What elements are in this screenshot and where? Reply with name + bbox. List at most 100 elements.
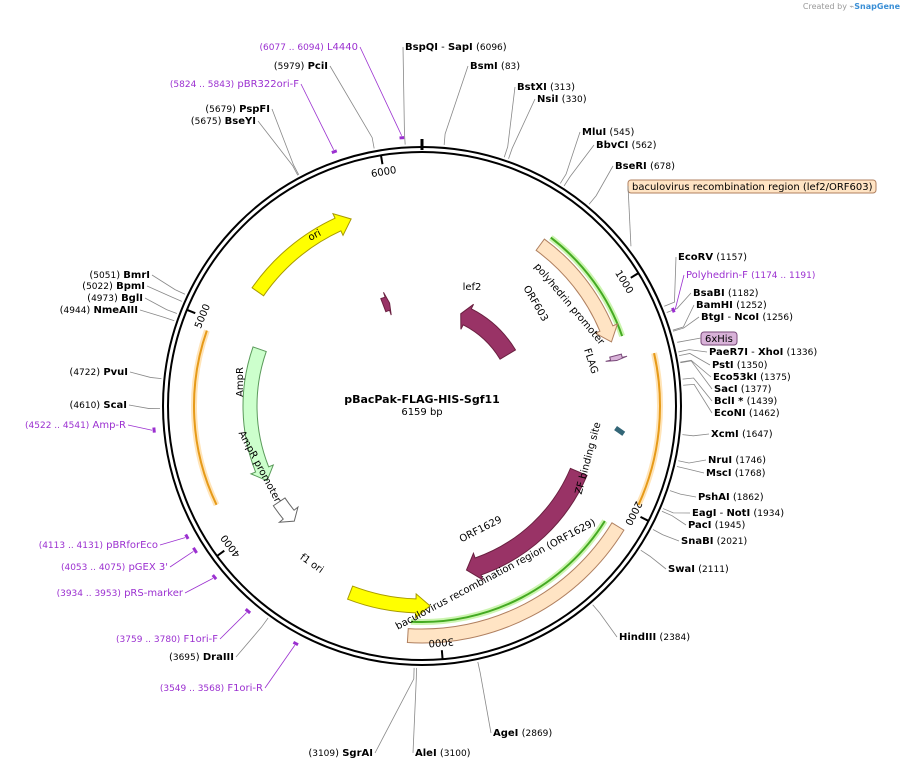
enzyme-label: (3109) SgrAI (308, 748, 373, 759)
primer-mark (671, 307, 676, 313)
primer-mark (331, 149, 338, 154)
enzyme-line (680, 359, 712, 378)
primer-line (184, 578, 214, 594)
enzyme-label: BstXI (313) (517, 82, 575, 93)
enzyme-line (652, 529, 680, 542)
watermark-prefix: Created by (802, 2, 847, 11)
primer-mark (192, 547, 198, 554)
annotation-arcs (191, 235, 663, 625)
enzyme-line (128, 404, 161, 409)
enzyme-label: (4973) BglI (87, 293, 143, 304)
tick-mark (216, 549, 225, 557)
enzyme-line (151, 274, 186, 295)
bac603-connector (627, 185, 632, 247)
watermark: Created by ⌁SnapGene (803, 2, 900, 11)
feature-ampr (242, 346, 275, 482)
enzyme-line (443, 65, 469, 145)
enzyme-line (666, 292, 692, 313)
feature-lef2 (380, 292, 392, 316)
primer-label: Polyhedrin-F (1174 .. 1191) (686, 270, 815, 281)
enzyme-label: (5051) BmrI (89, 270, 150, 281)
orf-highlight (635, 352, 663, 507)
enzyme-label: BsmI (83) (470, 61, 520, 72)
primer-label: (4113 .. 4131) pBRforEco (39, 540, 158, 551)
tick-label: 6000 (370, 165, 397, 180)
enzyme-line (235, 617, 269, 658)
enzyme-line (679, 353, 711, 366)
primer-line (169, 551, 194, 568)
enzyme-line (672, 316, 700, 332)
enzyme-label: PshAI (1862) (698, 492, 764, 503)
primer-line (300, 83, 335, 150)
backbone-outer (162, 146, 682, 666)
enzyme-layer: BspQI - SapI (6096)BsmI (83)BstXI (313)N… (60, 42, 818, 759)
feature-orf1629 (465, 467, 588, 581)
primer-layer: (6077 .. 6094) L4440(5824 .. 5843) pBR32… (25, 42, 815, 694)
enzyme-line (412, 667, 417, 754)
tick-mark (630, 272, 639, 279)
recombination-line (410, 520, 606, 623)
enzyme-line (374, 667, 415, 754)
feature-label-orf1629: ORF1629 (458, 514, 504, 545)
tick-label: 5000 (193, 303, 213, 331)
enzyme-line (664, 256, 677, 307)
feature-label-f1ori: f1 ori (298, 552, 326, 576)
primer-label: (4053 .. 4075) pGEX 3' (61, 562, 168, 573)
enzyme-line (146, 285, 182, 302)
primer-mark (184, 533, 190, 540)
enzyme-line (139, 309, 175, 322)
primer-mark (292, 640, 299, 647)
tick-label: 2000 (622, 499, 643, 527)
enzyme-line (640, 549, 667, 570)
tick-mark (379, 155, 384, 165)
tick-label: 3000 (428, 635, 454, 648)
feature-layer (242, 212, 628, 644)
feature-label-ori: ori (306, 228, 323, 244)
feature-ori (251, 212, 352, 297)
enzyme-label: NruI (1746) (708, 455, 766, 466)
enzyme-label: MscI (1768) (706, 468, 766, 479)
orf-line (193, 330, 218, 506)
enzyme-label: MluI (545) (582, 127, 635, 138)
feature-f1-ori (346, 585, 431, 619)
feature-label-orf603: ORF603 (520, 284, 549, 324)
6xhis-connector (677, 337, 702, 343)
feature-label-flag: FLAG (581, 347, 599, 375)
enzyme-line (559, 131, 581, 184)
enzyme-label: (4610) ScaI (69, 400, 127, 411)
enzyme-line (402, 46, 406, 145)
feature-label-ampr: AmpR (235, 367, 246, 397)
primer-label: (6077 .. 6094) L4440 (260, 42, 359, 53)
orf-line (637, 352, 661, 506)
enzyme-label: BseRI (678) (615, 161, 675, 172)
enzyme-label: AgeI (2869) (493, 728, 552, 739)
enzyme-label: EagI - NotI (1934) (692, 508, 784, 519)
enzyme-label: BsaBI (1182) (693, 288, 759, 299)
backbone-layer (162, 139, 682, 666)
feature-label-bac603: baculovirus recombination region (lef2/O… (632, 182, 873, 193)
primer-label: (3759 .. 3780) F1ori-F (116, 634, 218, 645)
feature-polyhedrin-promoter (535, 238, 619, 343)
enzyme-line (678, 349, 708, 353)
primer-line (674, 274, 685, 310)
tick-mark (640, 515, 649, 522)
backbone-inner (167, 151, 677, 661)
enzyme-label: EcoRV (1157) (678, 252, 747, 263)
enzyme-line (661, 510, 687, 526)
enzyme-label: PstI (1350) (712, 360, 768, 371)
enzyme-line (672, 304, 695, 331)
plasmid-length: 6159 bp (401, 407, 442, 418)
primer-line (219, 612, 247, 640)
feature-ampr-promoter (272, 497, 299, 523)
enzyme-line (588, 165, 614, 205)
primer-label: (3549 .. 3568) F1ori-R (160, 683, 263, 694)
enzyme-line (271, 108, 300, 175)
primer-line (127, 424, 153, 431)
enzyme-label: AleI (3100) (415, 748, 471, 759)
enzyme-line (144, 297, 178, 314)
primer-line (159, 537, 186, 546)
enzyme-line (477, 661, 492, 734)
enzyme-line (329, 65, 375, 149)
tick-label: 4000 (219, 532, 243, 559)
